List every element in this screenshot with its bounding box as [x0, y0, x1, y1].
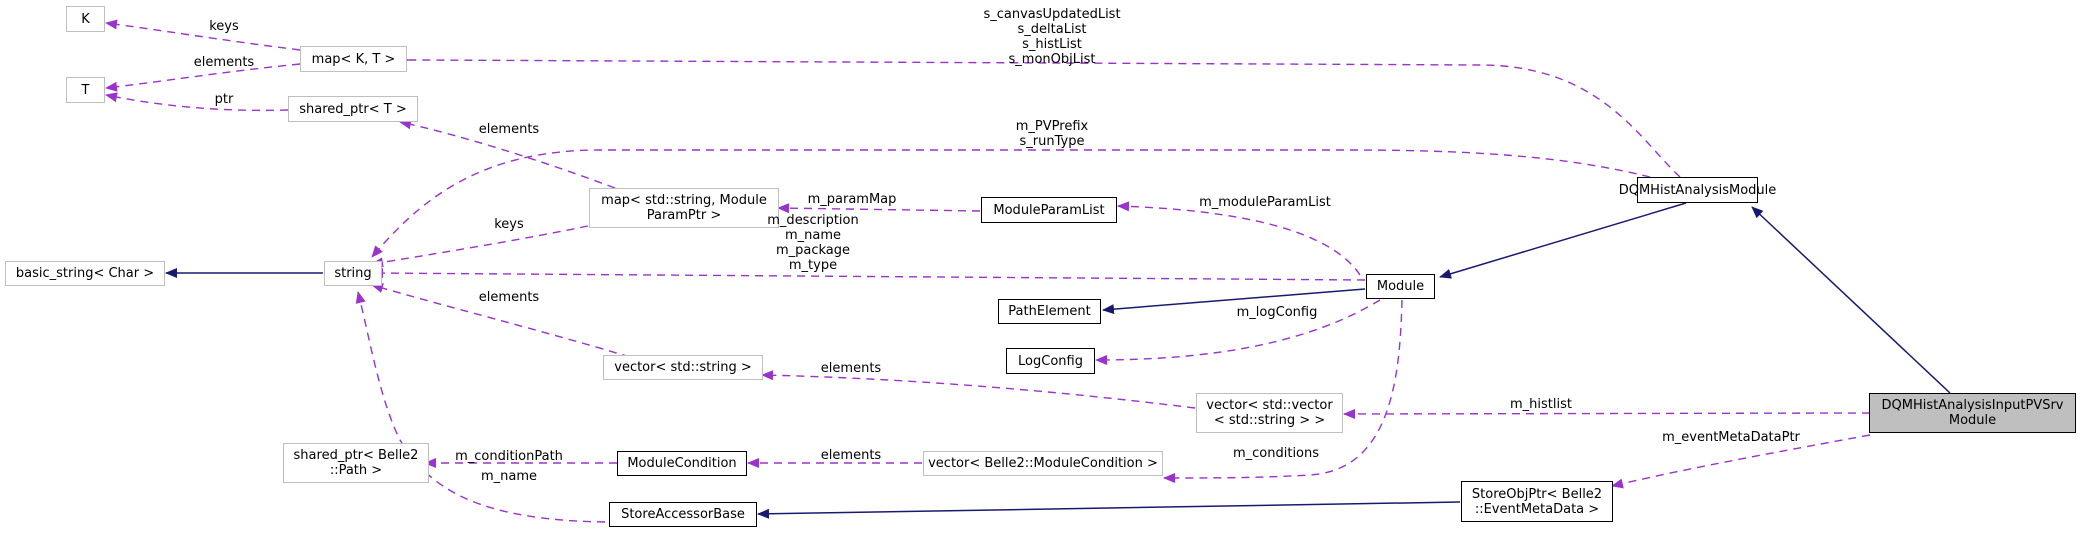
node-dqm-input-pvsrv-module[interactable]: DQMHistAnalysisInputPVSrv Module: [1869, 393, 2076, 433]
label-elements-vvs: elements: [820, 361, 882, 376]
node-dqm-hist-analysis-module[interactable]: DQMHistAnalysisModule: [1619, 177, 1776, 203]
edge-input-to-storeobjptr: [1611, 434, 1871, 489]
edge-mapparam-to-sharedptr: [399, 119, 616, 189]
label-static-lists: s_canvasUpdatedList s_deltaList s_histLi…: [983, 7, 1121, 67]
label-m-conditions: m_conditions: [1232, 446, 1320, 461]
edge-storeobjptr-to-storeaccessor: [757, 501, 1461, 519]
label-pv-prefix: m_PVPrefix s_runType: [1015, 119, 1089, 149]
node-string[interactable]: string: [324, 261, 382, 286]
edge-input-to-dqm: [1751, 206, 1951, 394]
node-module-condition[interactable]: ModuleCondition: [617, 451, 747, 476]
edge-module-to-string: [371, 268, 1366, 281]
label-keys-string: keys: [494, 217, 524, 232]
node-module-param-list[interactable]: ModuleParamList: [981, 197, 1117, 223]
node-store-accessor-base[interactable]: StoreAccessorBase: [609, 502, 757, 527]
node-vector-module-condition[interactable]: vector< Belle2::ModuleCondition >: [923, 451, 1163, 476]
edge-mapparam-to-string: [371, 225, 589, 268]
edge-sharedptr-to-t: [105, 92, 289, 112]
label-m-log-config: m_logConfig: [1236, 305, 1318, 320]
label-elements-vector-string: elements: [478, 290, 540, 305]
edge-module-to-pathelement: [1102, 288, 1366, 315]
label-member-string: m_description m_name m_package m_type: [767, 213, 859, 273]
edge-input-to-vvs: [1343, 408, 1871, 419]
edge-dqm-to-module: [1439, 202, 1687, 279]
edge-module-to-vectorcond: [1163, 299, 1403, 483]
edge-map-to-t: [105, 63, 301, 92]
node-path-element[interactable]: PathElement: [998, 299, 1101, 324]
node-log-config[interactable]: LogConfig: [1006, 348, 1095, 374]
edge-map-to-k: [105, 19, 301, 51]
node-map-param[interactable]: map< std::string, Module ParamPtr >: [589, 188, 779, 228]
node-shared-ptr-path[interactable]: shared_ptr< Belle2 ::Path >: [283, 443, 429, 483]
label-elements-t: elements: [193, 55, 255, 70]
label-m-module-param-list: m_moduleParamList: [1199, 195, 1331, 210]
node-map-k-t[interactable]: map< K, T >: [300, 46, 407, 72]
node-module[interactable]: Module: [1366, 274, 1435, 299]
node-k[interactable]: K: [66, 6, 105, 32]
label-ptr-t: ptr: [214, 92, 234, 107]
node-basic-string[interactable]: basic_string< Char >: [5, 261, 165, 286]
node-shared-ptr-t[interactable]: shared_ptr< T >: [288, 96, 418, 122]
edge-vectorstring-to-string: [371, 283, 631, 358]
edge-module-to-paramlist: [1117, 201, 1361, 276]
label-keys-k: keys: [209, 19, 239, 34]
node-store-obj-ptr[interactable]: StoreObjPtr< Belle2 ::EventMetaData >: [1461, 481, 1613, 522]
edge-paramlist-to-mapparam: [777, 203, 981, 214]
edge-dqm-to-string-pvprefix: [371, 149, 1651, 258]
edge-vvs-to-vectorstring: [761, 370, 1196, 409]
label-m-condition-path: m_conditionPath: [455, 449, 563, 464]
label-elements-shared: elements: [478, 122, 540, 137]
node-vector-vector-string[interactable]: vector< std::vector < std::string > >: [1196, 393, 1343, 433]
label-m-param-map: m_paramMap: [807, 192, 897, 207]
node-vector-string[interactable]: vector< std::string >: [603, 355, 763, 380]
edge-storeaccessor-to-string: [355, 291, 606, 523]
label-elements-cond: elements: [820, 448, 882, 463]
node-t[interactable]: T: [66, 77, 105, 103]
label-m-name: m_name: [480, 469, 538, 484]
label-m-histlist: m_histlist: [1510, 397, 1572, 412]
label-m-event-meta-data-ptr: m_eventMetaDataPtr: [1662, 430, 1800, 445]
